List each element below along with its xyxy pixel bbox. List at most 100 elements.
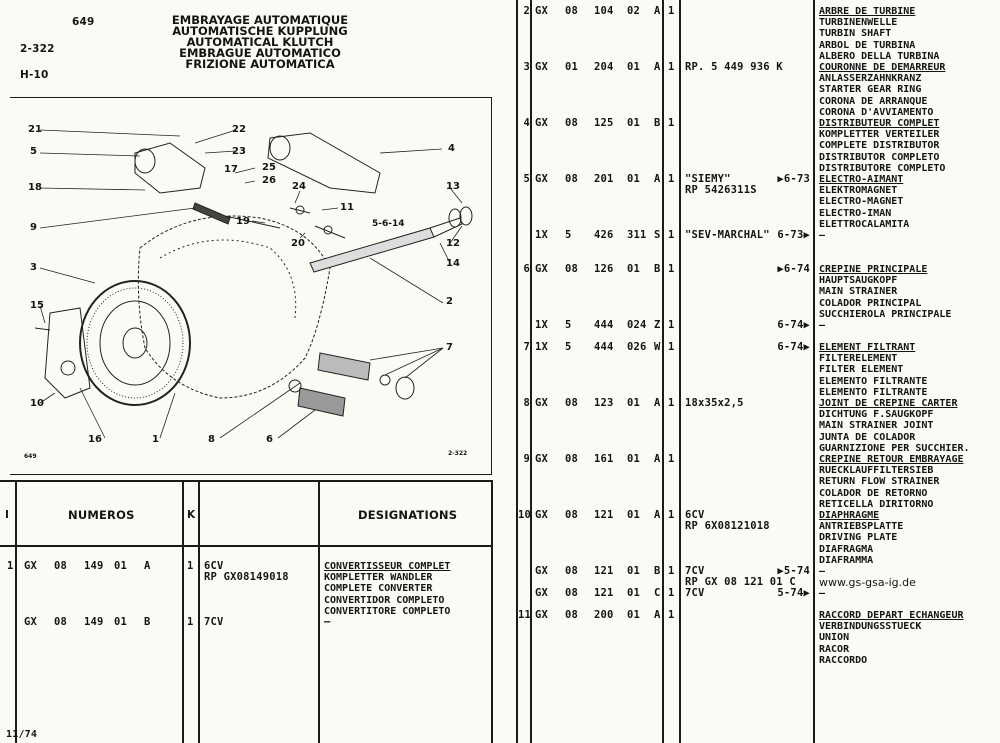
designation-line: JUNTA DE COLADOR — [819, 431, 916, 443]
row-item-number: 6 — [523, 263, 530, 275]
designation-line: DISTRIBUTORE COMPLETO — [819, 162, 946, 174]
callout-16: 16 — [88, 434, 102, 445]
part-group: 08 — [565, 173, 579, 185]
part-variant: A — [144, 560, 151, 572]
part-quantity: 1 — [668, 587, 675, 599]
row-item-number: 4 — [523, 117, 530, 129]
designation-line: CORONA DE ARRANQUE — [819, 95, 928, 107]
callout-17: 17 — [224, 164, 238, 175]
page-reference: ▶6-73 — [777, 173, 810, 185]
designation-line: – — [819, 230, 826, 241]
designation-line: ELETTROCALAMITA — [819, 218, 910, 230]
designation-line: RACCORDO — [819, 654, 868, 666]
part-quantity: 1 — [668, 341, 675, 353]
row-item-number: 9 — [523, 453, 530, 465]
part-prefix: GX — [535, 587, 549, 599]
part-variant: B — [654, 117, 661, 129]
callout-12: 12 — [446, 238, 460, 249]
designation-line: STARTER GEAR RING — [819, 84, 922, 96]
part-reference-2: RP 5426311S — [685, 184, 757, 197]
part-group: 08 — [54, 560, 68, 572]
part-suffix: 01 — [627, 509, 641, 521]
callout-14: 14 — [446, 258, 460, 269]
designation-block: – — [819, 230, 825, 241]
designation-block: –www.gs-gsa-ig.de — [819, 566, 916, 588]
part-reference-2: RP GX08149018 — [204, 571, 289, 583]
designation-line: – — [819, 320, 826, 331]
row-item-number: 2 — [523, 5, 530, 17]
page-reference: 5-74▶ — [777, 587, 810, 599]
designation-line: GUARNIZIONE PER SUCCHIER. — [819, 442, 970, 454]
part-prefix: GX — [535, 453, 549, 465]
title-es: EMBRAGUE AUTOMATICO — [179, 46, 341, 60]
designation-line: CREPINE RETOUR EMBRAYAGE — [819, 454, 964, 465]
part-number: 123 — [594, 397, 614, 409]
right-table-left-rule — [516, 0, 518, 743]
part-number: 121 — [594, 565, 614, 577]
title-it: FRIZIONE AUTOMATICA — [185, 57, 335, 71]
part-group: 08 — [565, 117, 579, 129]
col-divider-ref — [318, 480, 320, 743]
designation-line: ELEMENTO FILTRANTE — [819, 375, 928, 387]
designation-line: DRIVING PLATE — [819, 532, 898, 544]
part-suffix: 01 — [627, 117, 641, 129]
part-group: 08 — [565, 263, 579, 275]
header-col-k: K — [187, 509, 196, 521]
website-link[interactable]: www.gs-gsa-ig.de — [819, 576, 916, 590]
part-quantity: 1 — [187, 560, 194, 572]
designation-line: KOMPLETTER WANDLER — [324, 572, 433, 584]
part-suffix: 01 — [114, 616, 128, 628]
designation-line: COLADOR DE RETORNO — [819, 487, 928, 499]
designation-line: DICHTUNG F.SAUGKOPF — [819, 409, 934, 421]
part-reference-1: 18x35x2,5 — [685, 397, 744, 409]
callout-8: 8 — [208, 434, 215, 445]
part-quantity: 1 — [668, 319, 675, 331]
designation-line: – — [819, 588, 826, 599]
part-group: 08 — [565, 609, 579, 621]
part-prefix: GX — [535, 509, 549, 521]
figure-code-right: 2-322 — [448, 450, 468, 457]
section-code: 649 — [72, 16, 95, 28]
callout-5: 5 — [30, 146, 37, 157]
designation-line: CREPINE PRINCIPALE — [819, 264, 928, 275]
page-title: EMBRAYAGE AUTOMATIQUE AUTOMATISCHE KUPPL… — [150, 14, 370, 71]
part-number: 149 — [84, 560, 104, 572]
part-reference-1: "SEV-MARCHAL" — [685, 229, 770, 241]
part-prefix: 1X — [535, 341, 549, 353]
row-item-number: 10 — [518, 509, 532, 521]
part-group: 01 — [565, 61, 579, 73]
title-en: AUTOMATICAL KLUTCH — [186, 35, 334, 49]
page-reference: ▶5-74 — [777, 565, 810, 577]
part-group: 08 — [54, 616, 68, 628]
part-number: 121 — [594, 509, 614, 521]
designation-line: DIAFRAMMA — [819, 554, 874, 566]
part-group: 08 — [565, 453, 579, 465]
part-variant: A — [654, 453, 661, 465]
part-suffix: 311 — [627, 229, 647, 241]
part-variant: W — [654, 341, 661, 353]
callout-10: 10 — [30, 398, 44, 409]
part-variant: B — [144, 616, 151, 628]
designation-line: ELEKTROMAGNET — [819, 185, 898, 197]
designation-line: RETICELLA DIRITORNO — [819, 498, 934, 510]
part-number: 104 — [594, 5, 614, 17]
designation-line: UNION — [819, 632, 850, 644]
part-variant: A — [654, 397, 661, 409]
designation-line: DISTRIBUTEUR COMPLET — [819, 118, 940, 129]
part-suffix: 01 — [627, 565, 641, 577]
header-col-designations: DESIGNATIONS — [358, 508, 458, 522]
part-suffix: 01 — [114, 560, 128, 572]
part-reference-1: "SIEMY" — [685, 173, 731, 185]
designation-line: KOMPLETTER VERTEILER — [819, 129, 940, 141]
designation-block: CONVERTISSEUR COMPLET KOMPLETTER WANDLER… — [324, 561, 450, 617]
designation-line: MAIN STRAINER — [819, 286, 898, 298]
part-reference-1: 7CV — [204, 616, 224, 628]
part-number: 200 — [594, 609, 614, 621]
callout-2: 2 — [446, 296, 453, 307]
designation-line: ARBOL DE TURBINA — [819, 39, 916, 51]
designation-line: RACOR — [819, 643, 850, 655]
part-reference-1: 6CV — [204, 560, 224, 572]
